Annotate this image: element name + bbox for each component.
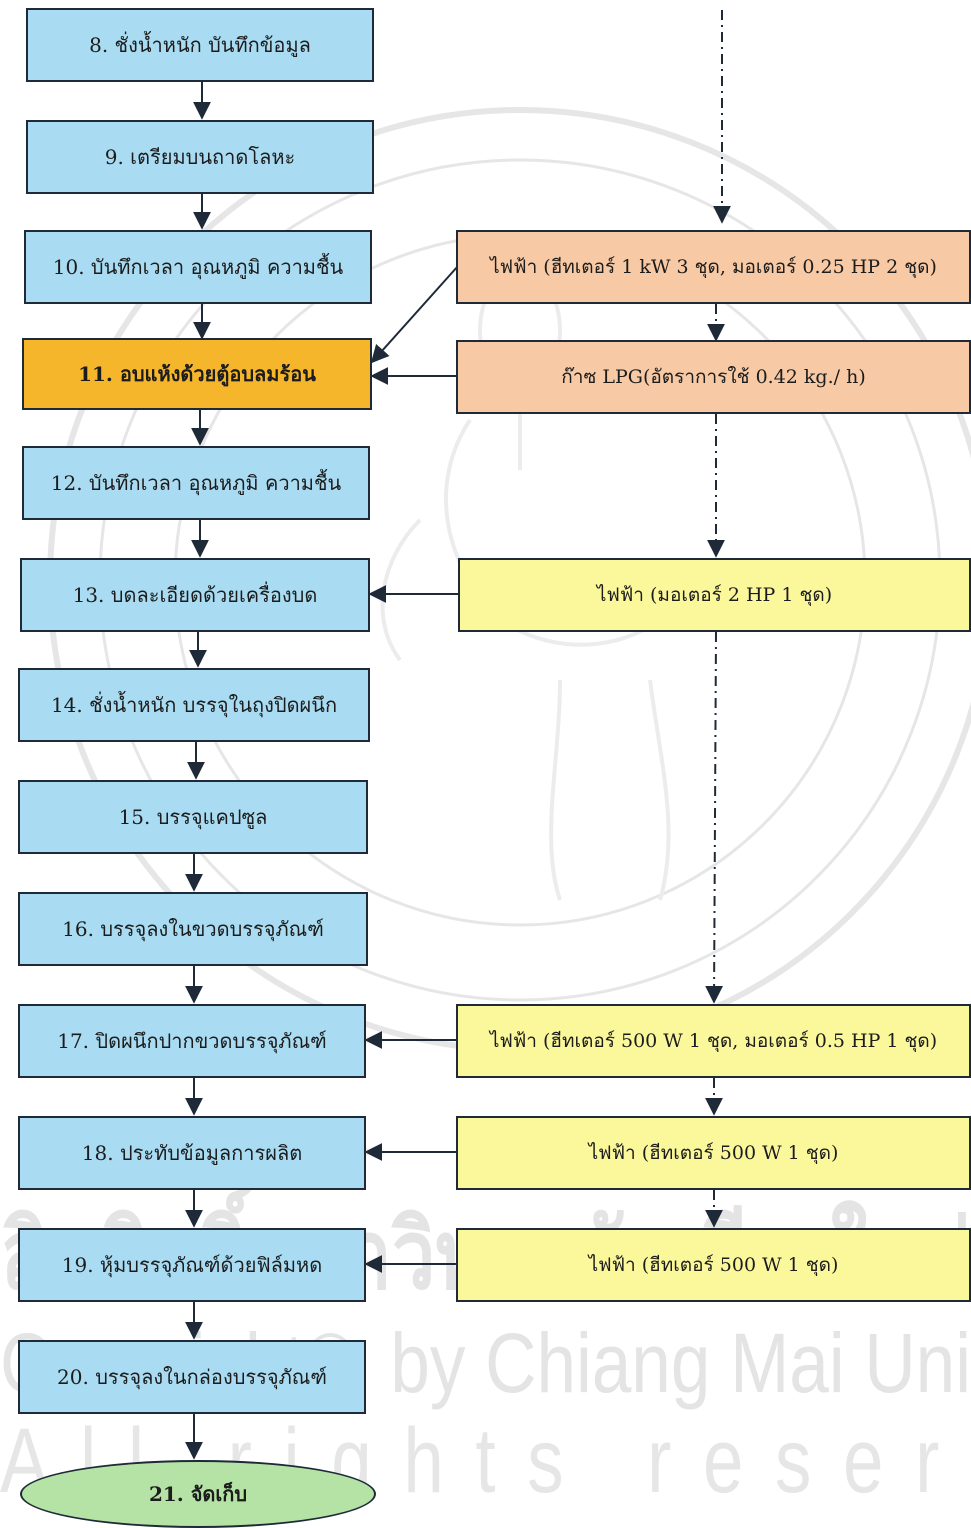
step-12-record-conditions: 12. บันทึกเวลา อุณหภูมิ ความชื้น (22, 446, 370, 520)
step-18-stamp-info: 18. ประทับข้อมูลการผลิต (18, 1116, 366, 1190)
energy-heater-motor-dryer: ไฟฟ้า (ฮีทเตอร์ 1 kW 3 ชุด, มอเตอร์ 0.25… (456, 230, 971, 304)
step-20-box: 20. บรรจุลงในกล่องบรรจุภัณฑ์ (18, 1340, 366, 1414)
energy-6-label: ไฟฟ้า (ฮีทเตอร์ 500 W 1 ชุด) (588, 1254, 839, 1276)
step-9-label: 9. เตรียมบนถาดโลหะ (104, 145, 296, 169)
step-15-capsule: 15. บรรจุแคปซูล (18, 780, 368, 854)
step-11-hot-air-dry: 11. อบแห้งด้วยตู้อบลมร้อน (22, 338, 372, 410)
step-9-prepare-tray: 9. เตรียมบนถาดโลหะ (26, 120, 374, 194)
step-16-bottle: 16. บรรจุลงในขวดบรรจุภัณฑ์ (18, 892, 368, 966)
step-10-label: 10. บันทึกเวลา อุณหภูมิ ความชื้น (52, 255, 344, 279)
step-21-label: 21. จัดเก็บ (148, 1482, 248, 1506)
step-14-weigh-seal-bag: 14. ชั่งน้ำหนัก บรรจุในถุงปิดผนึก (18, 668, 370, 742)
energy-heater-motor-sealer: ไฟฟ้า (ฮีทเตอร์ 500 W 1 ชุด, มอเตอร์ 0.5… (456, 1004, 971, 1078)
energy-lpg: ก๊าซ LPG(อัตราการใช้ 0.42 kg./ h) (456, 340, 971, 414)
energy-heater-shrink: ไฟฟ้า (ฮีทเตอร์ 500 W 1 ชุด) (456, 1228, 971, 1302)
step-20-label: 20. บรรจุลงในกล่องบรรจุภัณฑ์ (57, 1365, 327, 1389)
step-17-label: 17. ปิดผนึกปากขวดบรรจุภัณฑ์ (57, 1029, 327, 1053)
step-19-label: 19. หุ้มบรรจุภัณฑ์ด้วยฟิล์มหด (61, 1253, 323, 1277)
step-18-label: 18. ประทับข้อมูลการผลิต (81, 1141, 303, 1165)
energy-4-label: ไฟฟ้า (ฮีทเตอร์ 500 W 1 ชุด, มอเตอร์ 0.5… (489, 1030, 938, 1052)
step-15-label: 15. บรรจุแคปซูล (118, 805, 268, 829)
step-11-label: 11. อบแห้งด้วยตู้อบลมร้อน (78, 362, 316, 386)
step-14-label: 14. ชั่งน้ำหนัก บรรจุในถุงปิดผนึก (50, 693, 338, 717)
energy-heater-stamp: ไฟฟ้า (ฮีทเตอร์ 500 W 1 ชุด) (456, 1116, 971, 1190)
step-8-label: 8. ชั่งน้ำหนัก บันทึกข้อมูล (89, 33, 311, 57)
step-21-store: 21. จัดเก็บ (20, 1460, 376, 1528)
watermark-copyright-owner: by Chiang Mai Uni (390, 1316, 971, 1410)
energy-3-label: ไฟฟ้า (มอเตอร์ 2 HP 1 ชุด) (596, 584, 833, 606)
step-8-weigh-record: 8. ชั่งน้ำหนัก บันทึกข้อมูล (26, 8, 374, 82)
step-13-grind: 13. บดละเอียดด้วยเครื่องบด (20, 558, 370, 632)
step-10-record-conditions: 10. บันทึกเวลา อุณหภูมิ ความชื้น (24, 230, 372, 304)
step-16-label: 16. บรรจุลงในขวดบรรจุภัณฑ์ (62, 917, 324, 941)
energy-1-label: ไฟฟ้า (ฮีทเตอร์ 1 kW 3 ชุด, มอเตอร์ 0.25… (490, 256, 937, 278)
energy-5-label: ไฟฟ้า (ฮีทเตอร์ 500 W 1 ชุด) (588, 1142, 839, 1164)
energy-2-label: ก๊าซ LPG(อัตราการใช้ 0.42 kg./ h) (561, 366, 866, 388)
step-19-shrink-film: 19. หุ้มบรรจุภัณฑ์ด้วยฟิล์มหด (18, 1228, 366, 1302)
step-12-label: 12. บันทึกเวลา อุณหภูมิ ความชื้น (50, 471, 342, 495)
energy-grinder-motor: ไฟฟ้า (มอเตอร์ 2 HP 1 ชุด) (458, 558, 971, 632)
step-17-seal-bottle: 17. ปิดผนึกปากขวดบรรจุภัณฑ์ (18, 1004, 366, 1078)
step-13-label: 13. บดละเอียดด้วยเครื่องบด (72, 583, 318, 607)
